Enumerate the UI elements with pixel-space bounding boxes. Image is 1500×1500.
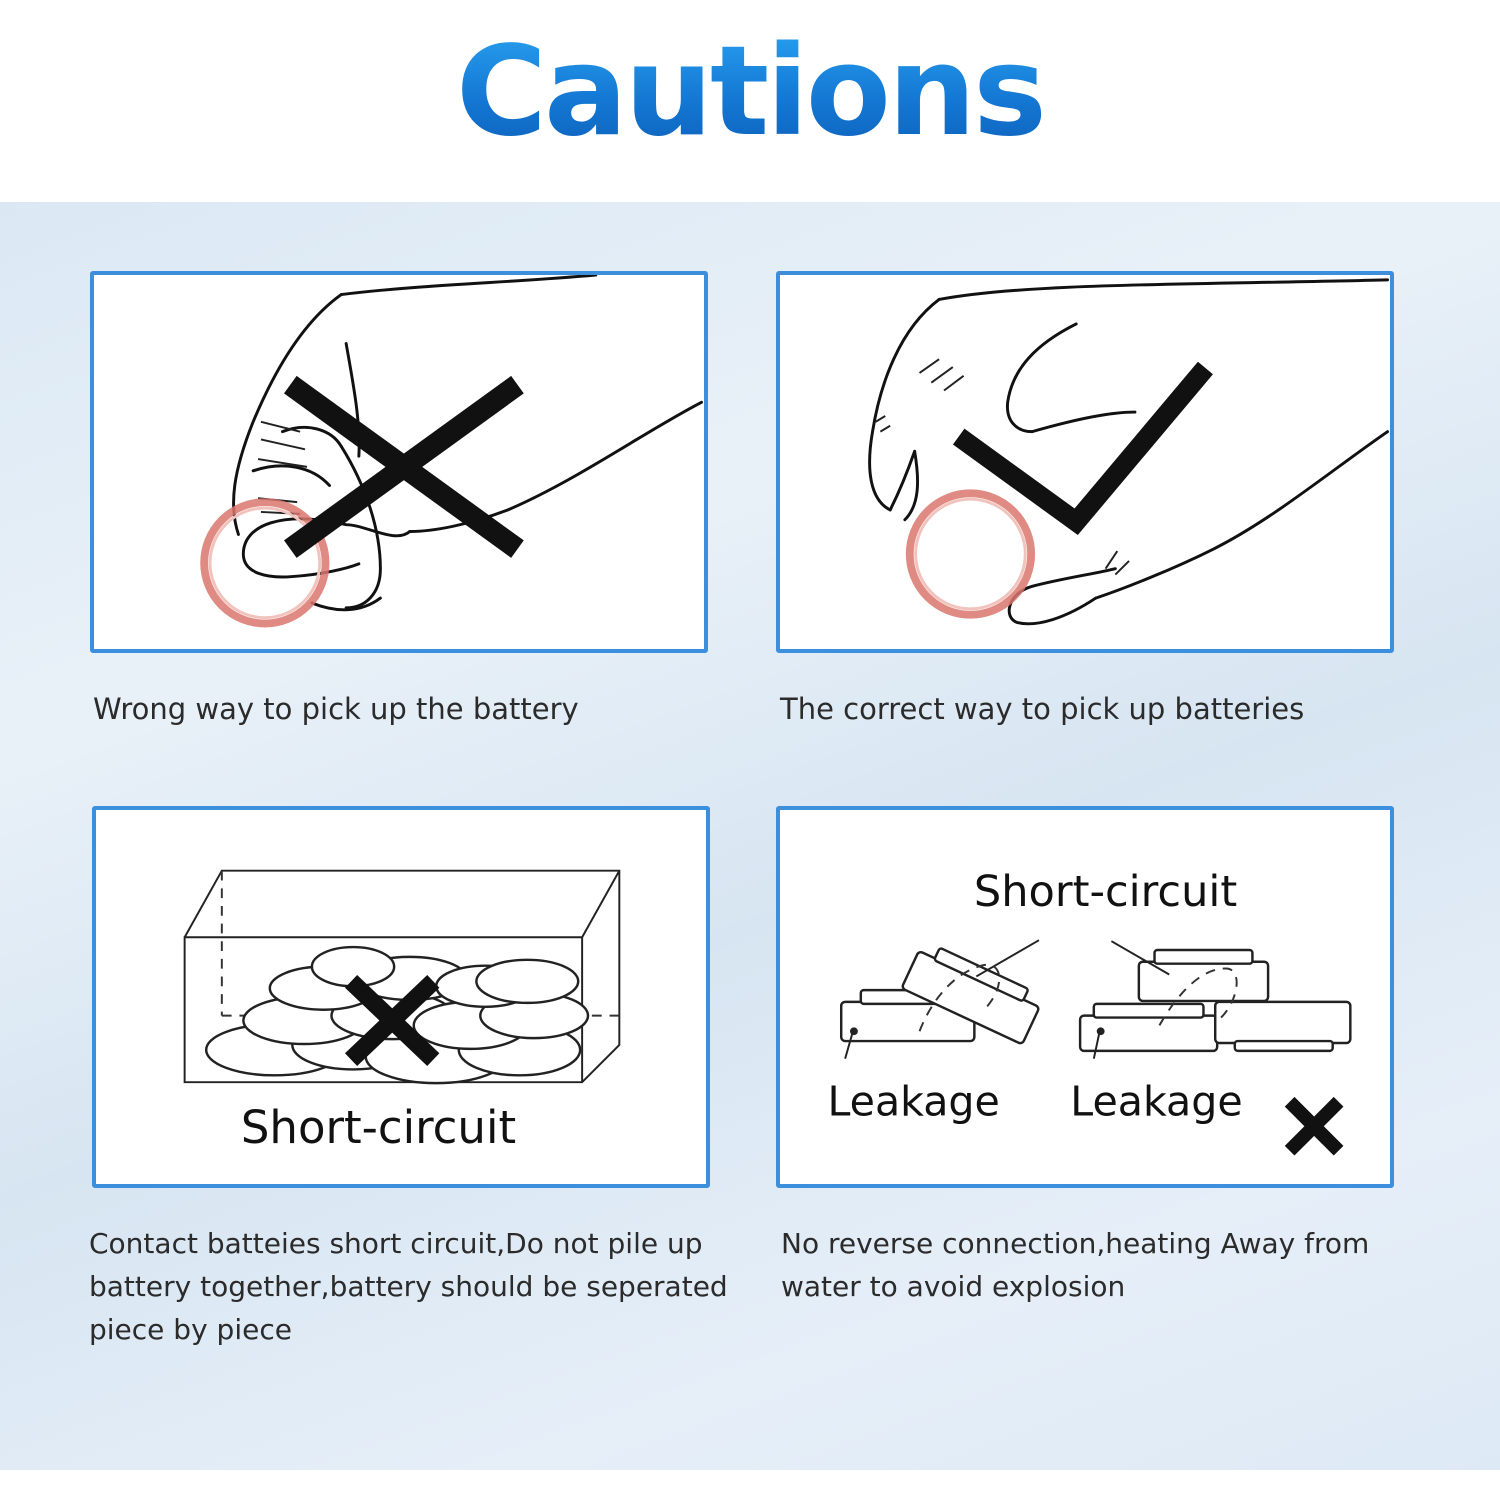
panel-leakage: Short-circuit Leakage Leakage [776,806,1394,1188]
caption-wrong-way: Wrong way to pick up the battery [93,692,579,726]
hand-pinching-battery-wrong-illustration [200,275,703,628]
stacked-batteries-leakage-illustration: Short-circuit Leakage Leakage [828,867,1352,1156]
short-circuit-label: Short-circuit [241,1101,516,1154]
check-mark-icon [952,361,1213,535]
caption-short-circuit: Contact batteies short circuit,Do not pi… [89,1227,728,1346]
page-title: Cautions [0,22,1500,162]
panel-wrong-way [90,271,708,653]
leakage-label-left: Leakage [828,1077,1000,1125]
header: Cautions [0,0,1500,202]
cross-mark-icon [284,375,524,558]
batteries-piled-in-box-illustration: Short-circuit [183,869,621,1154]
caption-leakage: No reverse connection,heating Away from … [781,1227,1370,1303]
leakage-label-right: Leakage [1070,1077,1242,1125]
hand-holding-battery-edge-correct-illustration [868,278,1389,626]
panel-correct-way [776,271,1394,653]
cross-mark-icon [344,974,440,1067]
caption-correct-way: The correct way to pick up batteries [780,692,1305,726]
cross-mark-icon [1284,1096,1344,1156]
panel-short-circuit-pile: Short-circuit [92,806,710,1188]
short-circuit-label: Short-circuit [974,867,1237,917]
bottom-strip [0,1470,1500,1500]
